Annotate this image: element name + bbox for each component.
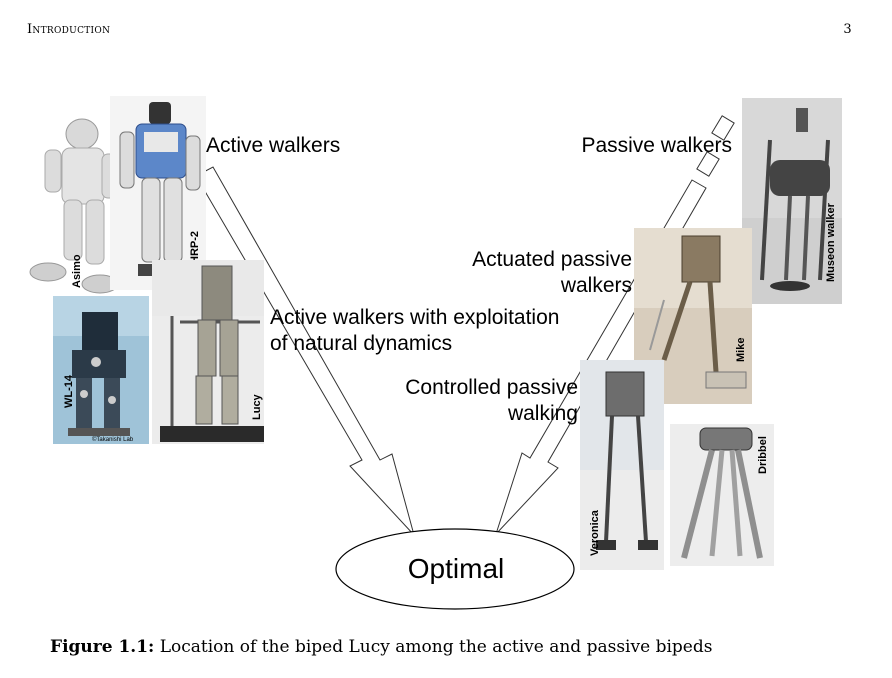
active-walkers-exploitation-line2: of natural dynamics [270, 332, 452, 355]
wl14-credit: ©Takanishi Lab [92, 436, 134, 443]
museon-photo: Museon walker [742, 98, 842, 304]
wl14-label: WL-14 [63, 374, 75, 408]
active-walkers-arrow [195, 166, 415, 536]
optimal-label: Optimal [408, 553, 504, 584]
figure-diagram: Optimal Asimo HRP-2 [28, 96, 842, 610]
actuated-passive-line1: Actuated passive [472, 248, 632, 271]
lucy-photo: Lucy [152, 260, 264, 444]
page-number: 3 [843, 22, 852, 37]
lucy-label: Lucy [251, 393, 263, 420]
asimo-photo: Asimo [28, 114, 120, 300]
figure-caption: Figure 1.1: Location of the biped Lucy a… [50, 637, 850, 657]
passive-arrow-tail-segment [711, 115, 735, 141]
asimo-label: Asimo [71, 254, 83, 288]
hrp2-label: HRP-2 [189, 231, 201, 264]
passive-arrow-tail-segment [696, 151, 720, 177]
active-walkers-exploitation-line1: Active walkers with exploitation [270, 306, 559, 329]
dribbel-label: Dribbel [757, 436, 769, 474]
controlled-passive-line2: walking [507, 402, 578, 425]
mike-label: Mike [735, 338, 747, 362]
wl14-photo: WL-14 ©Takanishi Lab [53, 296, 149, 444]
actuated-passive-line2: walkers [560, 274, 632, 297]
active-walkers-label: Active walkers [206, 134, 340, 157]
veronica-label: Veronica [589, 509, 601, 556]
dribbel-photo: Dribbel [670, 424, 774, 566]
optimal-ellipse [335, 528, 575, 610]
museon-label: Museon walker [825, 202, 837, 282]
running-header: Introduction [27, 22, 111, 37]
figure-caption-text: Location of the biped Lucy among the act… [159, 637, 713, 657]
veronica-photo: Veronica [580, 360, 664, 570]
hrp2-photo: HRP-2 [110, 96, 206, 290]
figure-caption-label: Figure 1.1: [50, 637, 155, 657]
controlled-passive-line1: Controlled passive [405, 376, 578, 399]
passive-walkers-label: Passive walkers [581, 134, 732, 157]
